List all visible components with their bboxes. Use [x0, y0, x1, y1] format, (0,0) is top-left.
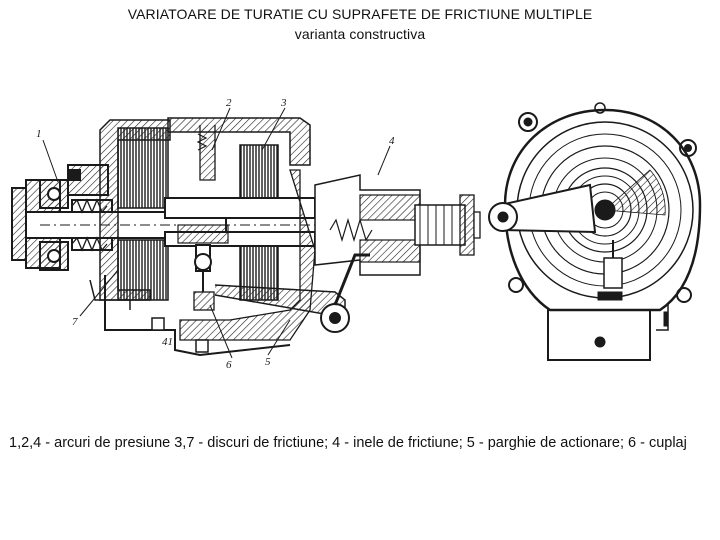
part-labels: 1 2 3 4 7 41 6 5 — [36, 97, 395, 371]
leader-lines — [42, 107, 391, 359]
part-label-6: 6 — [226, 359, 232, 371]
part-label-7: 7 — [72, 316, 78, 328]
end-view — [488, 102, 702, 361]
part-label-1: 1 — [36, 128, 42, 140]
part-label-3: 3 — [280, 97, 287, 109]
part-label-2: 2 — [226, 97, 232, 109]
figure-caption: 1,2,4 - arcuri de presiune 3,7 - discuri… — [9, 435, 687, 451]
diagram-subtitle: varianta constructiva — [294, 26, 426, 42]
diagram-title: VARIATOARE DE TURATIE CU SUPRAFETE DE FR… — [127, 6, 593, 22]
section-view — [11, 117, 481, 357]
part-label-4: 4 — [389, 135, 395, 147]
part-label-5: 5 — [265, 356, 271, 368]
part-label-41: 41 — [162, 336, 173, 348]
